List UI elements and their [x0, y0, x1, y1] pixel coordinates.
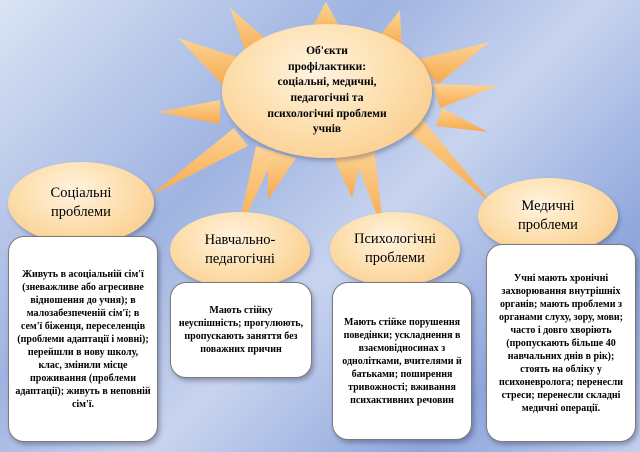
sun-ray — [334, 154, 362, 198]
medical-problems-box: Учні мають хронічні захворювання внутріш… — [486, 244, 636, 442]
category-oval-social: Соціальні проблеми — [8, 162, 154, 244]
sun-ray — [158, 100, 220, 124]
category-title-line: Навчально- — [204, 232, 276, 249]
center-title: Об'єкти профілактики: соціальні, медичні… — [267, 44, 386, 137]
category-title-line: Психологічні — [354, 231, 436, 248]
sun-ray — [150, 128, 248, 196]
category-title-line: Медичні — [521, 198, 575, 215]
center-title-line: профілактики: — [287, 60, 367, 73]
box-text: Мають стійку неуспішність; прогулюють, п… — [178, 305, 304, 355]
psychological-problems-box: Мають стійке порушення поведінки; усклад… — [332, 282, 472, 440]
category-title-line: проблеми — [365, 250, 425, 266]
category-oval-psychological: Психологічні проблеми — [330, 212, 460, 286]
sun-ray — [436, 108, 488, 132]
center-title-line: соціальні, медичні, — [277, 76, 377, 89]
category-oval-pedagogical: Навчально- педагогічні — [170, 212, 310, 288]
box-text: Мають стійке порушення поведінки; усклад… — [342, 316, 462, 406]
center-title-line: учнів — [312, 123, 342, 136]
center-oval: Об'єкти профілактики: соціальні, медичні… — [222, 24, 432, 158]
sun-ray — [352, 146, 384, 234]
center-title-line: психологічні проблеми — [267, 107, 387, 120]
sun-ray — [406, 114, 496, 208]
sun-ray — [432, 84, 498, 108]
category-title-line: педагогічні — [205, 251, 275, 267]
category-title-line: Соціальні — [50, 185, 112, 202]
center-title-line: педагогічні та — [290, 92, 364, 104]
category-oval-medical: Медичні проблеми — [478, 178, 618, 254]
social-problems-box: Живуть в асоціальній сім'ї (зневажливе а… — [8, 236, 158, 442]
box-text: Живуть в асоціальній сім'ї (зневажливе а… — [15, 268, 151, 410]
sun-ray — [268, 150, 296, 200]
center-title-line: Об'єкти — [306, 45, 348, 58]
category-title-line: проблеми — [51, 204, 111, 220]
category-title-line: проблеми — [518, 217, 578, 233]
box-text: Учні мають хронічні захворювання внутріш… — [499, 272, 623, 414]
sun-ray — [416, 42, 490, 84]
pedagogical-problems-box: Мають стійку неуспішність; прогулюють, п… — [170, 282, 312, 378]
